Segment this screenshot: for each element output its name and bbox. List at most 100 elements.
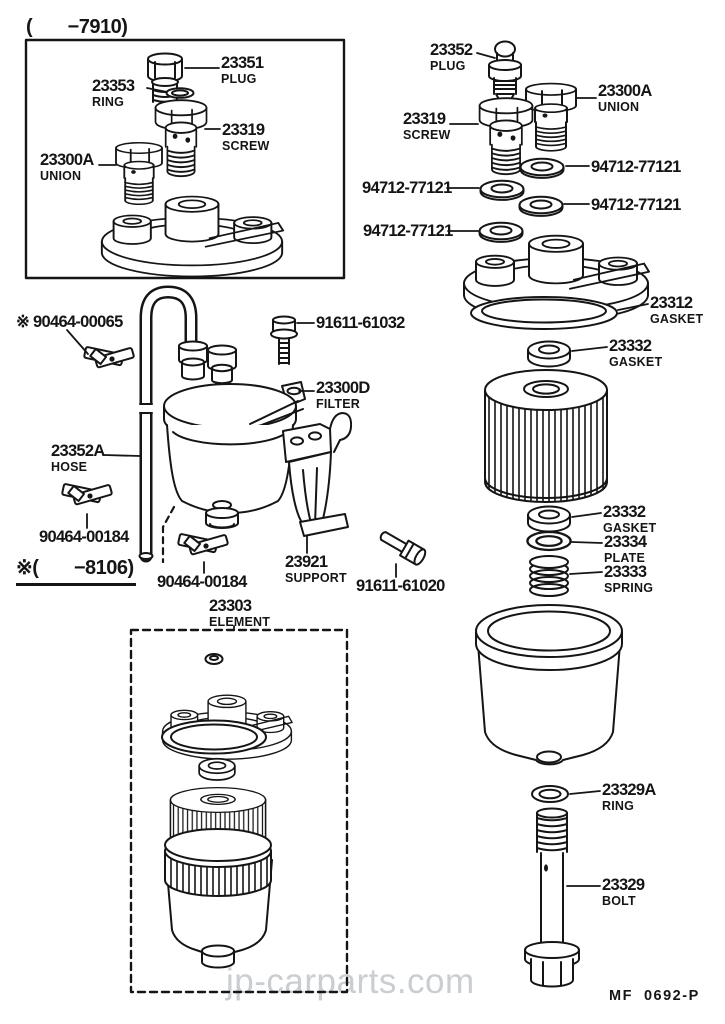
label-washer-a: 94712-77121 — [591, 159, 681, 176]
part-name: UNION — [598, 99, 640, 114]
drawing-plug-23351 — [147, 52, 183, 103]
drawing-spring-23333 — [529, 555, 569, 597]
part-name: PLUG — [221, 71, 257, 86]
element-kit-box — [129, 628, 349, 994]
part-number: 23351 — [221, 54, 264, 72]
part-number: 23319 — [403, 110, 446, 128]
part-number: 94712-77121 — [591, 196, 681, 214]
part-number: 23312 — [650, 294, 693, 312]
drawing-filter-head-early — [100, 195, 285, 278]
label-plate-23334: 23334 PLATE — [604, 533, 647, 565]
part-number: 23329A — [602, 781, 656, 799]
label-clamp-2: 90464-00184 — [157, 574, 247, 591]
element-kit-dashed-leader — [161, 505, 176, 564]
part-name: UNION — [40, 168, 82, 183]
label-washer-b: 94712-77121 — [362, 180, 452, 197]
drawing-element-cartridge — [484, 369, 608, 503]
drawing-plate-23334 — [526, 530, 572, 552]
part-number: 94712-77121 — [362, 179, 452, 197]
drawing-bolt-23329 — [524, 807, 580, 988]
note-late-variant: ※( −8106) — [16, 555, 136, 586]
part-name: FILTER — [316, 396, 361, 411]
label-screw-late: 23319 SCREW — [403, 111, 451, 141]
label-hose-23352a: 23352A HOSE — [51, 443, 105, 473]
label-union-early: 23300A UNION — [40, 152, 94, 182]
drawing-kit-gasket-ring — [161, 719, 267, 755]
drawing-support-23921 — [282, 412, 353, 537]
drawing-gasket-23332-lower — [527, 505, 571, 533]
part-number: 94712-77121 — [591, 158, 681, 176]
label-spring-23333: 23333 SPRING — [604, 564, 653, 594]
drawing-kit-gasket — [198, 757, 236, 781]
part-number: 23319 — [222, 121, 265, 139]
drawing-filter-assy-23300d — [163, 340, 306, 529]
label-screw-early: 23319 SCREW — [222, 122, 270, 152]
early-variant-box — [24, 38, 346, 280]
label-ring-23329a: 23329A RING — [602, 782, 656, 812]
drawing-gasket-23312 — [470, 296, 618, 330]
part-name: RING — [92, 94, 125, 109]
drawing-ring-23353 — [165, 87, 195, 99]
drawing-bowl — [475, 604, 623, 766]
part-number: 23353 — [92, 77, 135, 95]
part-name: SUPPORT — [285, 570, 347, 585]
label-gasket-23312: 23312 GASKET — [650, 295, 703, 325]
watermark: jp-carparts.com — [226, 962, 475, 1001]
drawing-hose-23352a — [136, 285, 198, 563]
label-support-23921: 23921 SUPPORT — [285, 554, 347, 584]
label-ring-early: 23353 RING — [92, 77, 135, 109]
part-name: GASKET — [603, 520, 657, 535]
drawing-washer-a — [519, 157, 565, 179]
part-number: 23329 — [602, 876, 645, 894]
part-number: 90464-00184 — [39, 528, 129, 546]
label-gasket-upper: 23332 GASKET — [609, 338, 662, 368]
part-number: 23334 — [604, 533, 647, 551]
part-name: GASKET — [609, 354, 663, 369]
part-name: RING — [602, 798, 635, 813]
drawing-screw-23319-early — [154, 99, 208, 178]
drawing-clamp-90464-00184-2 — [176, 532, 230, 556]
part-number: 23333 — [604, 563, 647, 581]
label-hose-clamp-90464-00065: ※ 90464-00065 — [16, 314, 123, 331]
drawing-gasket-23332-upper — [527, 340, 571, 368]
part-name: HOSE — [51, 459, 88, 474]
part-number: 23352A — [51, 442, 105, 460]
part-name: SPRING — [604, 580, 654, 595]
part-name: SCREW — [222, 138, 270, 153]
part-number: 23332 — [609, 337, 652, 355]
label-gasket-lower: 23332 GASKET — [603, 504, 656, 534]
label-washer-c: 94712-77121 — [591, 197, 681, 214]
label-washer-d: 94712-77121 — [363, 223, 453, 240]
part-number: 23921 — [285, 553, 328, 571]
doc-code: MF 0692-P — [609, 988, 700, 1004]
part-number: 94712-77121 — [363, 222, 453, 240]
part-number: 91611-61032 — [316, 314, 405, 332]
part-number: 90464-00184 — [157, 573, 247, 591]
label-plug-late: 23352 PLUG — [430, 41, 473, 72]
drawing-bolt-91611-61032 — [270, 315, 298, 365]
part-number: ※ 90464-00065 — [16, 313, 123, 331]
label-bolt-91611-61020: 91611-61020 — [356, 578, 445, 595]
label-bolt-91611-61032: 91611-61032 — [316, 315, 405, 332]
part-name: GASKET — [650, 311, 704, 326]
label-filter-23300d: 23300D FILTER — [316, 380, 370, 410]
label-bolt-23329: 23329 BOLT — [602, 876, 645, 908]
drawing-kit-nut — [204, 653, 224, 665]
leader-lines — [66, 52, 649, 887]
part-number: 23332 — [603, 503, 646, 521]
drawing-washer-b — [479, 179, 525, 201]
part-number: 23303 — [209, 597, 252, 615]
drawing-ring-23329a — [531, 785, 569, 803]
part-number: 23352 — [430, 41, 473, 59]
part-name: PLATE — [604, 550, 646, 565]
drawing-washer-c — [518, 195, 564, 217]
drawing-union-23300a-late — [525, 82, 577, 152]
part-name: ELEMENT — [209, 614, 271, 629]
part-name: BOLT — [602, 893, 636, 908]
part-number: 91611-61020 — [356, 577, 445, 595]
part-number: 23300D — [316, 379, 370, 397]
drawing-kit-element-skirt — [164, 828, 272, 897]
drawing-union-23300a-early — [115, 141, 163, 206]
